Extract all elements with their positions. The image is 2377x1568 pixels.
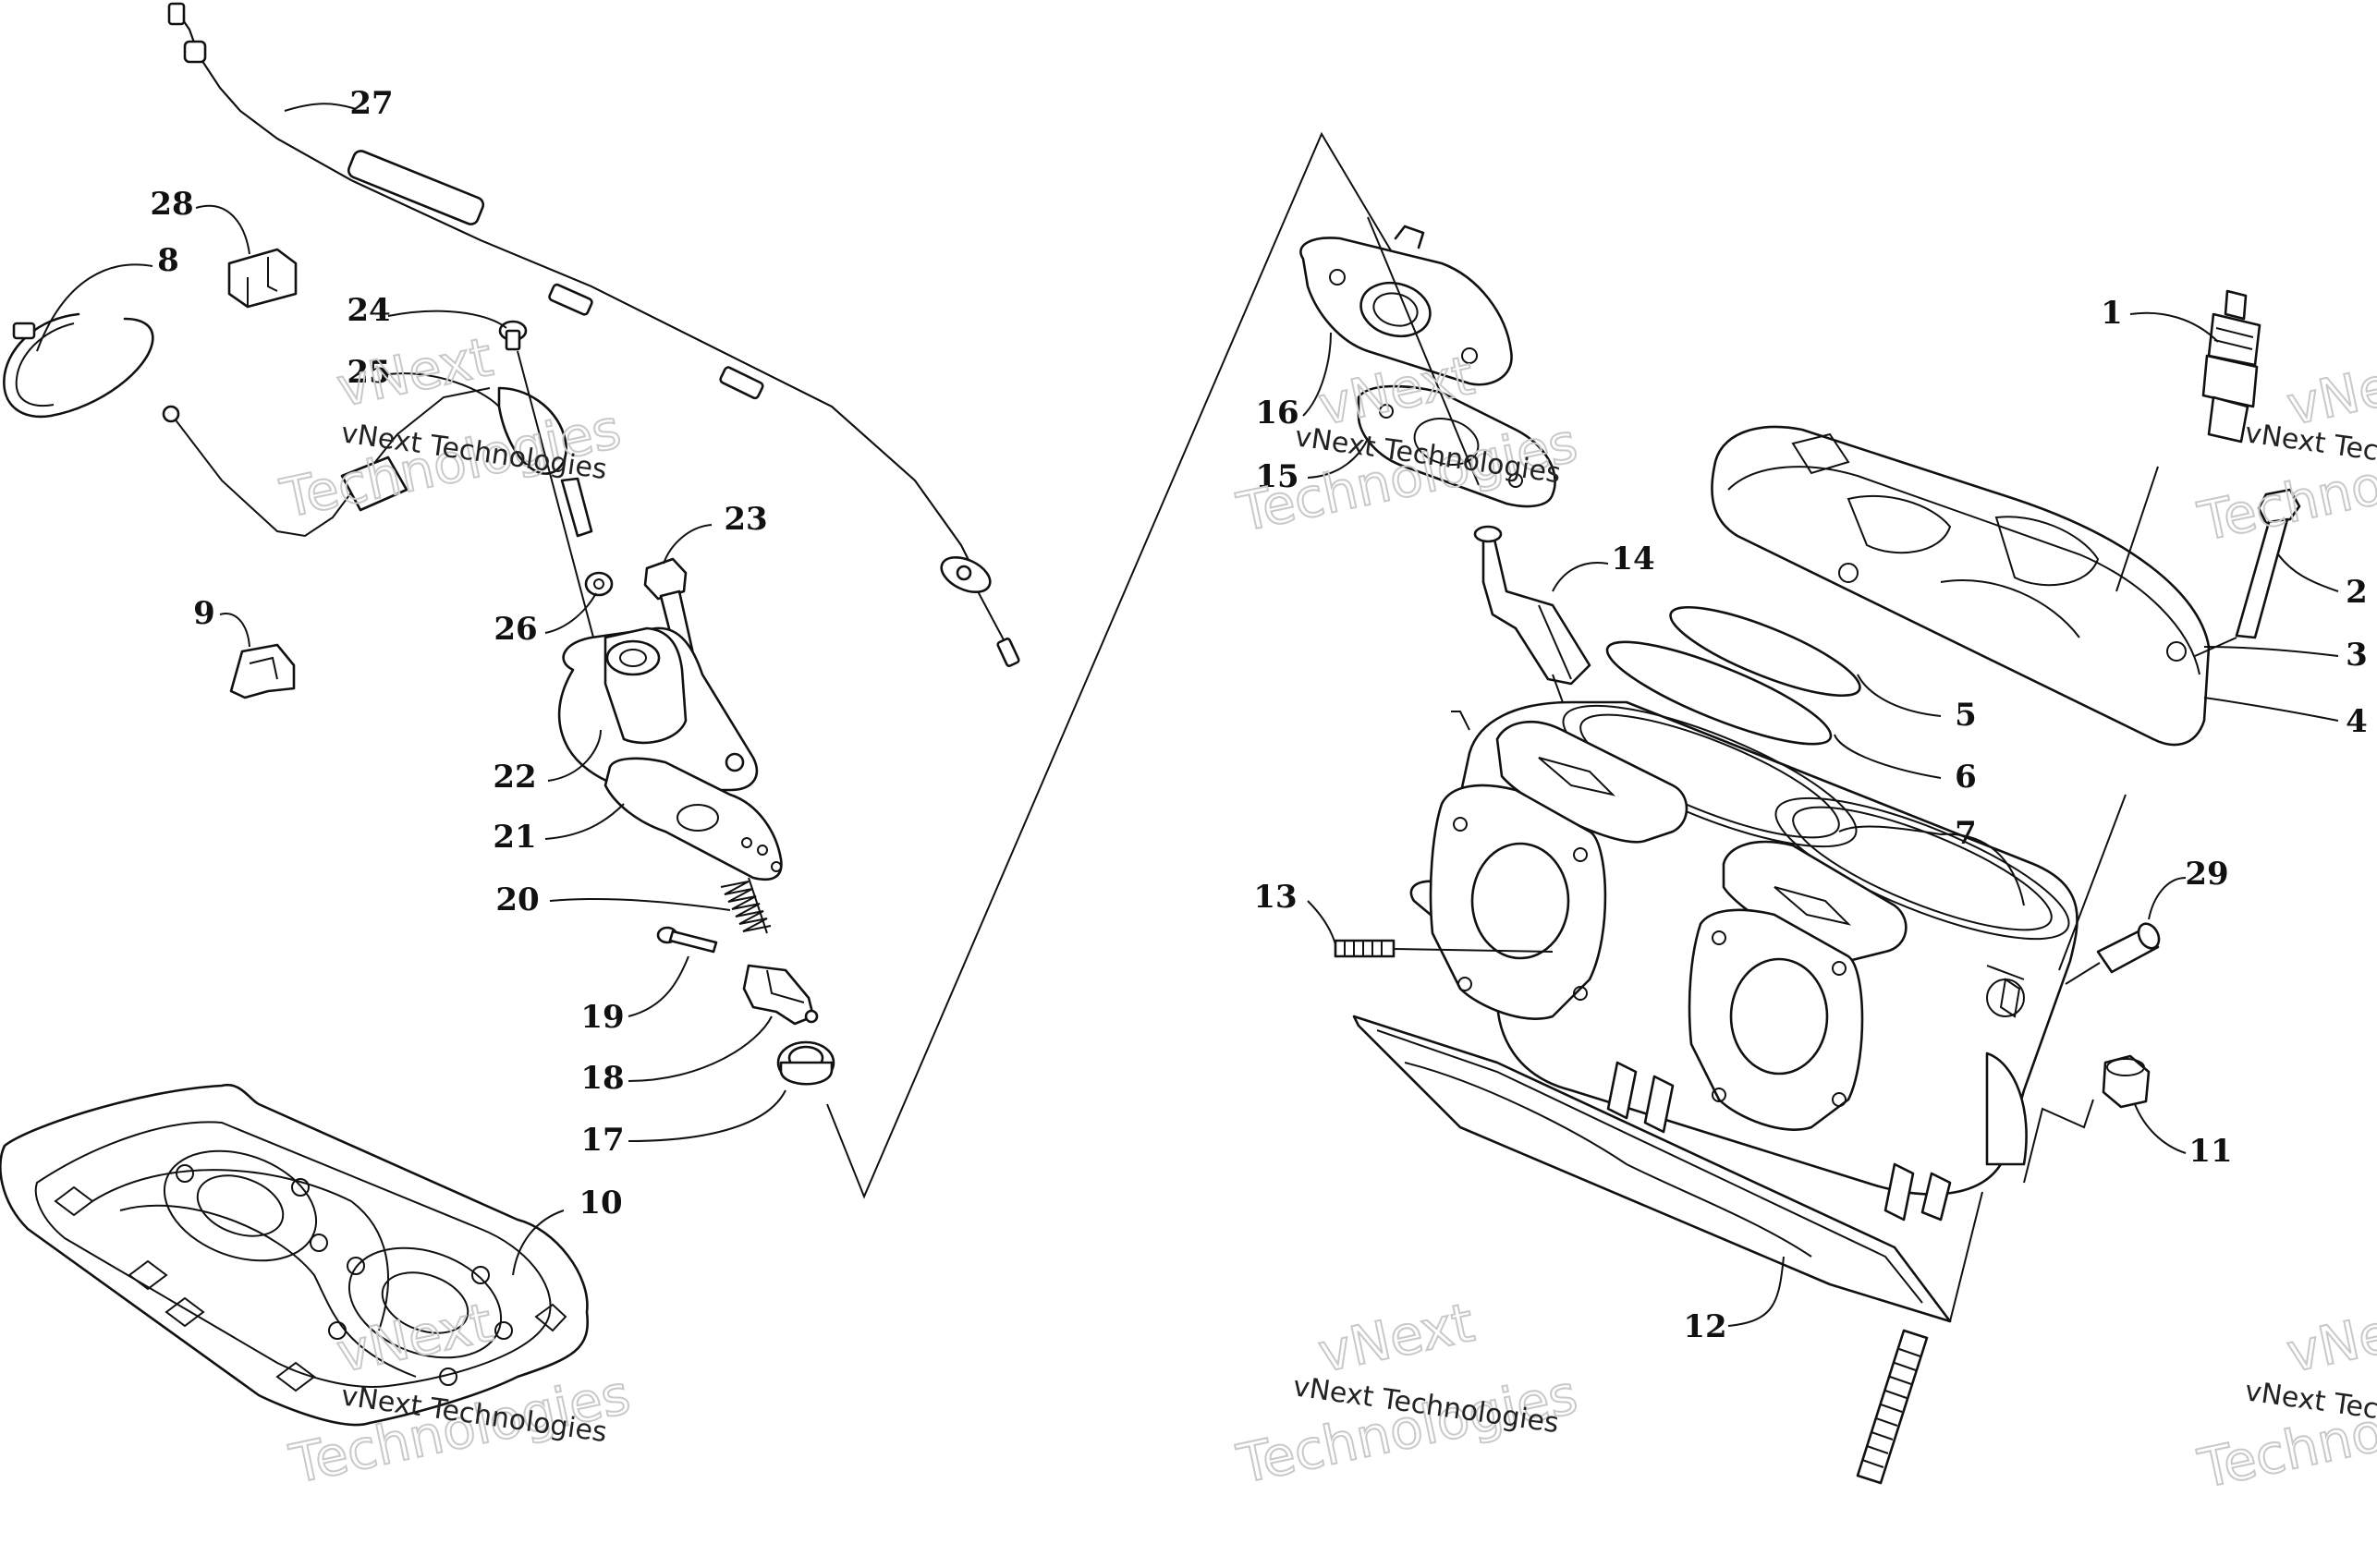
part-stud-bottom — [1856, 1329, 1929, 1485]
callout-labels: 1234567891011121314151617181920212223242… — [150, 85, 2368, 1345]
watermark-bottom-right: vNe Techno vNext Tec — [2192, 1301, 2377, 1501]
callout-13: 13 — [1253, 879, 1297, 916]
part-29-dowel — [2065, 922, 2161, 985]
part-26-washer — [584, 571, 614, 597]
part-21-gasket — [603, 757, 783, 881]
callout-17: 17 — [580, 1122, 624, 1159]
callout-18: 18 — [580, 1060, 624, 1097]
part-10-gasket-kit — [0, 1083, 590, 1427]
callout-1: 1 — [2101, 295, 2123, 332]
callout-24: 24 — [347, 292, 390, 329]
callout-6: 6 — [1955, 759, 1977, 796]
part-22-housing — [557, 626, 759, 792]
part-27-cable — [167, 2, 1020, 667]
part-19-pin — [656, 926, 718, 954]
callout-27: 27 — [349, 85, 393, 122]
callout-7: 7 — [1955, 815, 1977, 852]
svg-text:Techno: Techno — [2193, 453, 2377, 553]
callout-29: 29 — [2185, 856, 2228, 893]
callout-26: 26 — [494, 611, 537, 648]
callout-2: 2 — [2346, 574, 2368, 611]
callout-9: 9 — [193, 595, 215, 632]
svg-text:vNext: vNext — [1313, 1291, 1480, 1385]
svg-text:vNe: vNe — [2282, 1302, 2377, 1385]
callout-16: 16 — [1255, 395, 1298, 432]
callout-20: 20 — [495, 881, 539, 918]
part-28-clip — [227, 248, 298, 309]
part-2-bolt — [2235, 488, 2301, 639]
part-18-valve — [742, 964, 819, 1026]
callout-21: 21 — [493, 819, 536, 856]
callout-28: 28 — [150, 186, 193, 223]
part-9-clip — [229, 643, 296, 699]
watermark-top-center: vNext Technologies vNext Technologies — [1231, 343, 1584, 545]
callout-12: 12 — [1683, 1308, 1726, 1345]
callout-11: 11 — [2188, 1133, 2232, 1170]
part-24-screw — [498, 320, 602, 666]
part-11-nut — [2023, 1054, 2151, 1184]
leader-lines — [36, 103, 2339, 1327]
part-1-spark-plug — [2201, 289, 2261, 444]
callout-25: 25 — [347, 354, 390, 391]
callout-15: 15 — [1255, 458, 1298, 495]
callout-4: 4 — [2346, 703, 2368, 740]
callout-3: 3 — [2346, 637, 2368, 674]
part-15-gasket — [1357, 216, 1556, 508]
part-8-clamp-ring — [3, 312, 154, 419]
callout-8: 8 — [157, 242, 179, 279]
part-12-base-gasket — [1352, 1015, 1983, 1323]
callout-5: 5 — [1955, 697, 1977, 734]
watermark-bottom-center: vNext Technologies vNext Technologies — [1231, 1290, 1584, 1497]
callout-22: 22 — [493, 759, 536, 796]
callout-19: 19 — [580, 999, 624, 1036]
callout-23: 23 — [724, 501, 767, 538]
part-4-cylinder-head — [1711, 425, 2211, 747]
callout-10: 10 — [579, 1185, 622, 1222]
part-17-seal — [776, 131, 1424, 1199]
part-25-cable — [162, 386, 567, 538]
part-7-cylinder-block — [1409, 700, 2127, 1222]
part-5-o-ring — [1669, 605, 1861, 698]
callout-14: 14 — [1611, 541, 1654, 577]
part-13-stud — [1334, 939, 1554, 958]
part-20-spring — [720, 877, 772, 934]
watermark-vnext-big: vNext — [332, 325, 498, 419]
part-6-o-ring — [1605, 640, 1833, 746]
